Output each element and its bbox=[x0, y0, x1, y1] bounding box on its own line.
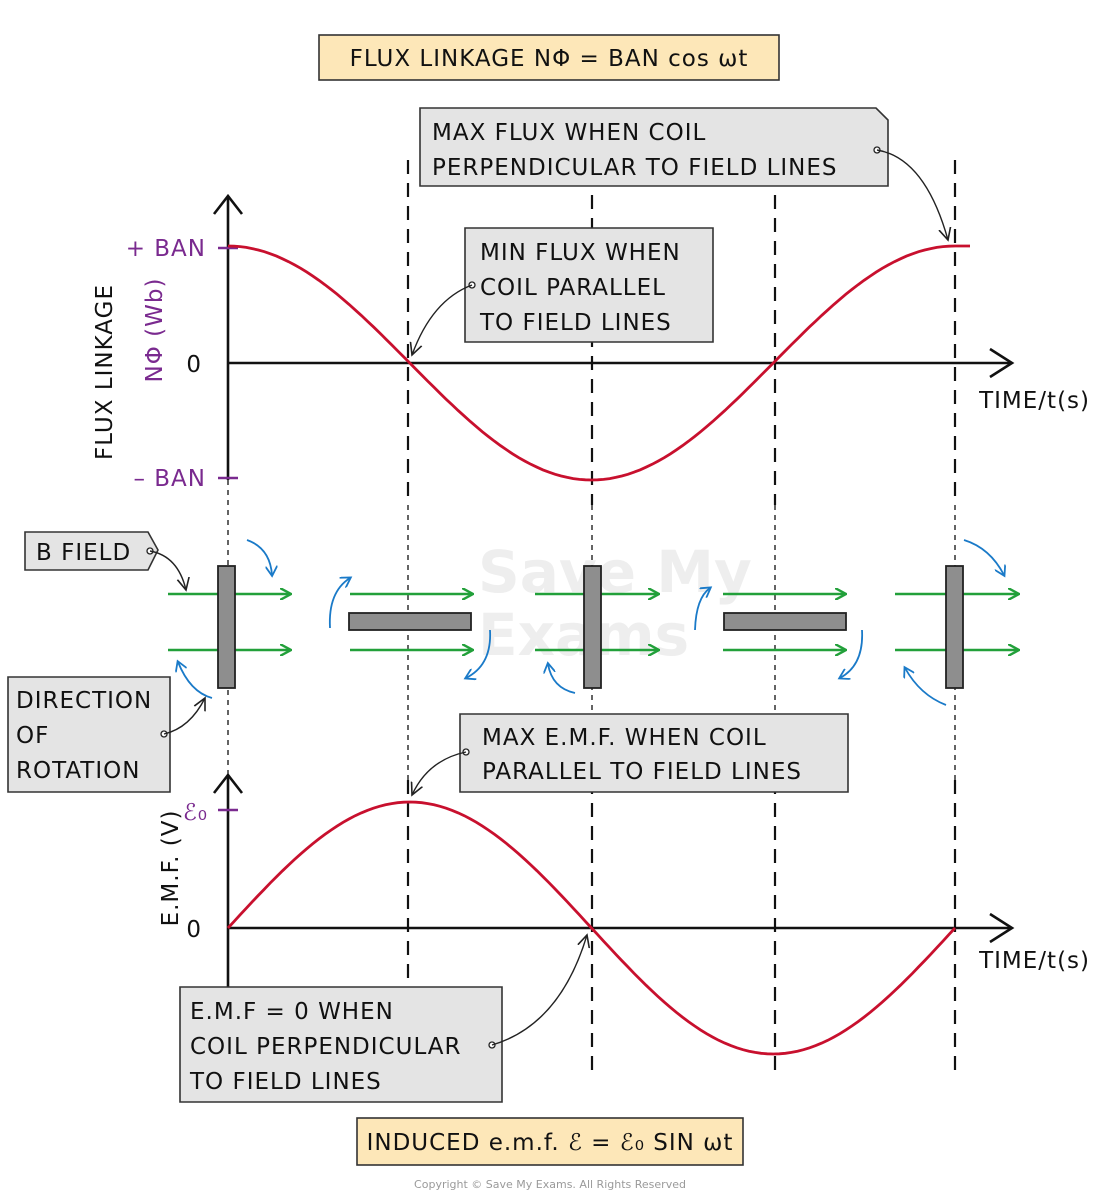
note-min-flux-box bbox=[464, 227, 714, 343]
pointer-arrow-icon bbox=[163, 698, 205, 735]
flux-pos-label: + BAN bbox=[126, 236, 206, 262]
note-emf-zero-line-3: TO FIELD LINES bbox=[189, 1069, 382, 1095]
note-emf-zero-line-1: E.M.F = 0 WHEN bbox=[190, 999, 394, 1025]
note-emf-zero-box bbox=[179, 986, 503, 1103]
emf-formula-box: INDUCED e.m.f. ℰ = ℰ₀ SIN ωt bbox=[356, 1117, 744, 1166]
note-max-emf-line-1: MAX E.M.F. WHEN COIL bbox=[482, 725, 767, 751]
coil-rotation-row bbox=[168, 539, 1018, 706]
note-max-emf-line-2: PARALLEL TO FIELD LINES bbox=[482, 759, 802, 785]
emf-formula-background bbox=[356, 1117, 744, 1166]
coil-perpendicular bbox=[217, 565, 236, 689]
emf-sine-curve bbox=[226, 800, 957, 1056]
flux-graph: + BAN 0 – BAN FLUX LINKAGE NΦ (Wb) TIME/… bbox=[92, 193, 1090, 492]
flux-cosine-curve bbox=[227, 244, 970, 482]
note-rotation: DIRECTION OF ROTATION bbox=[7, 676, 205, 793]
flux-formula-text: FLUX LINKAGE NΦ = BAN cos ωt bbox=[350, 46, 749, 72]
rotation-arrow-icon bbox=[694, 588, 710, 631]
note-b-field-text: B FIELD bbox=[36, 540, 131, 566]
rotation-arrow-icon bbox=[548, 664, 576, 694]
emf-max-label: ℰ₀ bbox=[183, 800, 208, 826]
copyright-text: Copyright © Save My Exams. All Rights Re… bbox=[414, 1178, 686, 1191]
flux-zero-label: 0 bbox=[186, 352, 202, 378]
flux-neg-label: – BAN bbox=[133, 466, 206, 492]
flux-x-axis-label: TIME/t(s) bbox=[978, 388, 1090, 414]
note-emf-zero: E.M.F = 0 WHEN COIL PERPENDICULAR TO FIE… bbox=[179, 935, 587, 1103]
note-max-emf-box bbox=[459, 713, 849, 793]
emf-y-arrow-icon bbox=[212, 772, 244, 794]
coil-parallel bbox=[723, 612, 847, 631]
note-min-flux-line-3: TO FIELD LINES bbox=[479, 310, 672, 336]
note-min-flux: MIN FLUX WHEN COIL PARALLEL TO FIELD LIN… bbox=[412, 227, 714, 355]
emf-x-axis-label: TIME/t(s) bbox=[978, 948, 1090, 974]
flux-y-axis-unit: NΦ (Wb) bbox=[142, 278, 168, 383]
note-max-flux: MAX FLUX WHEN COIL PERPENDICULAR TO FIEL… bbox=[419, 107, 948, 240]
coil-perpendicular bbox=[583, 565, 602, 689]
flux-x-arrow-icon bbox=[989, 347, 1015, 379]
note-min-flux-line-1: MIN FLUX WHEN bbox=[480, 240, 681, 266]
coil-perpendicular bbox=[945, 565, 964, 689]
rotation-arrow-icon bbox=[246, 539, 272, 575]
flux-formula-background bbox=[318, 34, 780, 81]
note-max-flux-line-2: PERPENDICULAR TO FIELD LINES bbox=[432, 155, 838, 181]
pointer-arrow-icon bbox=[491, 935, 587, 1046]
pointer-arrow-icon bbox=[149, 550, 186, 590]
rotation-arrow-icon bbox=[963, 539, 1004, 575]
coil-parallel bbox=[348, 612, 472, 631]
emf-y-axis-label: E.M.F. (V) bbox=[158, 810, 184, 927]
note-emf-zero-line-2: COIL PERPENDICULAR bbox=[190, 1034, 462, 1060]
flux-y-arrow-icon bbox=[212, 193, 244, 215]
note-rotation-line-2: OF bbox=[16, 723, 49, 749]
pointer-arrow-icon bbox=[412, 751, 467, 795]
emf-zero-label: 0 bbox=[186, 917, 202, 943]
note-rotation-box bbox=[7, 676, 171, 793]
rotation-arrow-icon bbox=[840, 629, 863, 678]
rotation-arrow-icon bbox=[905, 668, 947, 706]
note-min-flux-line-2: COIL PARALLEL bbox=[480, 275, 666, 301]
pointer-arrow-icon bbox=[412, 284, 473, 355]
note-max-emf: MAX E.M.F. WHEN COIL PARALLEL TO FIELD L… bbox=[412, 713, 849, 795]
emf-formula-text: INDUCED e.m.f. ℰ = ℰ₀ SIN ωt bbox=[367, 1130, 734, 1156]
rotation-arrow-icon bbox=[466, 629, 491, 678]
flux-formula-box: FLUX LINKAGE NΦ = BAN cos ωt bbox=[318, 34, 780, 81]
emf-graph: ℰ₀ 0 E.M.F. (V) TIME/t(s) bbox=[158, 772, 1090, 1070]
watermark-line-1: Save My bbox=[478, 538, 752, 606]
note-rotation-line-3: ROTATION bbox=[16, 758, 140, 784]
emf-x-arrow-icon bbox=[989, 912, 1015, 944]
pointer-arrow-icon bbox=[876, 149, 948, 240]
rotation-arrow-icon bbox=[178, 662, 213, 699]
flux-y-axis-label: FLUX LINKAGE bbox=[92, 284, 118, 460]
note-rotation-line-1: DIRECTION bbox=[16, 688, 152, 714]
note-b-field: B FIELD bbox=[24, 531, 186, 590]
rotation-arrow-icon bbox=[328, 578, 350, 629]
note-max-flux-line-1: MAX FLUX WHEN COIL bbox=[432, 120, 706, 146]
note-b-field-box bbox=[24, 531, 159, 571]
